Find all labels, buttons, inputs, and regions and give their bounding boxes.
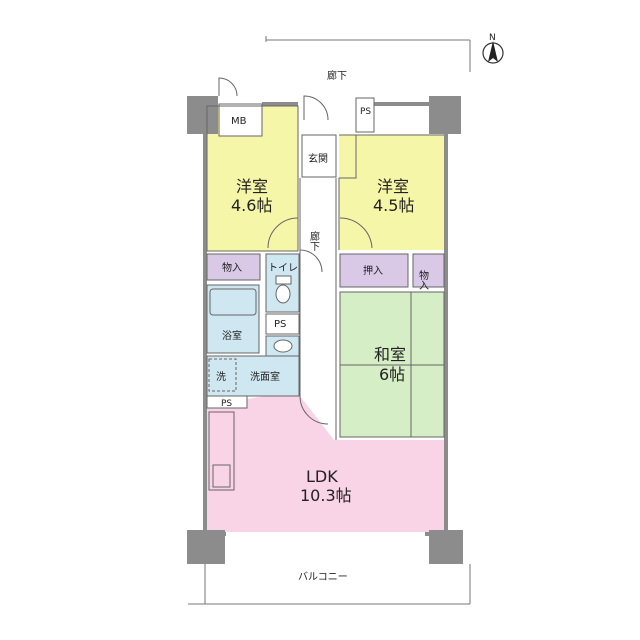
north-label: N <box>489 33 496 43</box>
washroom <box>207 356 299 396</box>
interior-walls <box>206 97 445 491</box>
balcony <box>188 564 471 605</box>
entrance-label: 玄関 <box>308 152 328 165</box>
toilet-label: トイレ <box>268 263 298 274</box>
toilet-icon <box>275 275 292 304</box>
bath-room <box>207 285 259 353</box>
japanese-name: 和室 <box>374 345 406 364</box>
bath-label: 浴室 <box>222 329 242 342</box>
sink-icon <box>273 339 293 353</box>
western2-name: 洋室 <box>377 177 409 196</box>
washroom-label: 洗面室 <box>250 370 280 383</box>
storage-right-label: 物入 <box>417 269 429 290</box>
doors <box>218 77 373 425</box>
washer-label: 洗 <box>216 371 226 383</box>
corridor-top-label: 廊下 <box>327 69 347 82</box>
ps-top-label: PS <box>360 107 371 117</box>
ldk-size: 10.3帖 <box>300 486 352 505</box>
western2-size: 4.5帖 <box>373 196 414 215</box>
ps-low-label: PS <box>221 399 232 409</box>
storage-right <box>413 254 444 287</box>
mb-label: MB <box>231 116 247 127</box>
storage-left <box>207 254 260 280</box>
hall-label: 廊下 <box>308 230 320 252</box>
ldk-room <box>207 396 444 532</box>
ldk-name: LDK <box>306 467 338 486</box>
western1-name: 洋室 <box>236 177 268 196</box>
japanese-size: 6帖 <box>379 365 405 384</box>
balcony-label: バルコニー <box>298 571 348 583</box>
north-arrow-icon: N <box>482 33 504 64</box>
storage-left-label: 物入 <box>222 261 242 274</box>
western1-size: 4.6帖 <box>231 196 272 215</box>
ps-mid-label: PS <box>274 319 286 330</box>
oshiire <box>340 254 408 287</box>
columns <box>187 96 463 564</box>
oshiire-label: 押入 <box>363 264 383 277</box>
top-corridor-rail <box>265 36 471 72</box>
